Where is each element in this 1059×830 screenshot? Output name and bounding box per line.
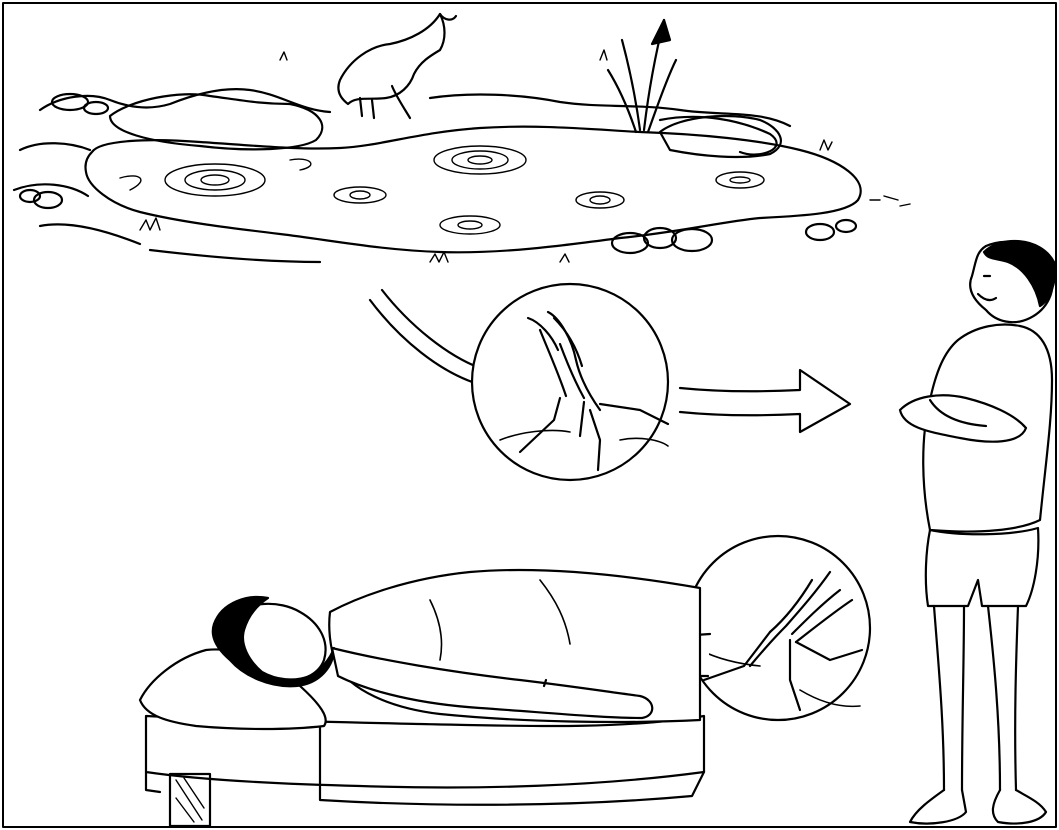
pond-scene (14, 14, 910, 262)
boy-feet (910, 790, 1046, 824)
boy-legs (934, 606, 1018, 790)
standing-boy (900, 241, 1055, 824)
arrow-to-boy (680, 370, 850, 432)
mosquito-inset-bottom (686, 536, 870, 720)
motion-line-2 (382, 290, 480, 368)
bed-leg-hatch (176, 778, 204, 822)
chicken (338, 14, 456, 118)
boy-shorts (926, 528, 1039, 606)
sleeping-man-scene (140, 570, 704, 826)
mosquito-inset-top (370, 284, 668, 480)
bed-leg (170, 774, 210, 826)
motion-line-1 (370, 300, 478, 384)
reeds (608, 20, 676, 132)
